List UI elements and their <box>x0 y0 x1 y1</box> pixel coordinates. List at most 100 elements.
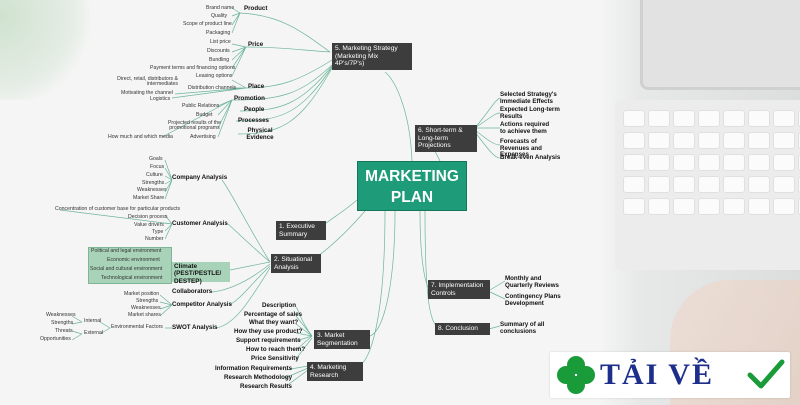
leaf-strengths: Strengths <box>142 180 165 186</box>
keyboard-key <box>648 132 670 149</box>
keyboard-key <box>723 176 745 193</box>
label-customer-analysis: Customer Analysis <box>172 220 228 227</box>
impl-reviews: Monthly and Quarterly Reviews <box>505 275 559 289</box>
seg-price-sensitivity: Price Sensitivity <box>251 355 299 362</box>
link-product <box>239 12 331 53</box>
keyboard-key <box>798 132 800 149</box>
leaf-market-share: Market Share <box>133 195 165 201</box>
leaf-discounts: Discounts <box>207 48 230 54</box>
leaf-value-drivers: Value drivers <box>134 222 164 228</box>
keyboard-key <box>673 154 695 171</box>
leaf-market-position: Market position <box>124 291 160 297</box>
leaf-technological: Technological environment <box>101 275 163 281</box>
leaf-media: How much and which media <box>108 134 173 140</box>
keyboard-key <box>723 198 745 215</box>
conclusion-summary: Summary of all conclusions <box>500 321 545 335</box>
leaf-swot-threats: Threats <box>55 328 73 334</box>
link-people <box>239 65 333 112</box>
central-topic: MARKETING PLAN <box>357 161 467 211</box>
keyboard-key <box>773 132 795 149</box>
keyboard-key <box>648 198 670 215</box>
keyboard-key <box>698 154 720 171</box>
keyboard-key <box>698 132 720 149</box>
branch-executive-summary: 1. Executive Summary <box>276 221 326 241</box>
leaf-external: External <box>84 330 104 336</box>
label-collaborators: Collaborators <box>172 288 213 295</box>
keyboard-key <box>798 176 800 193</box>
keyboard-key <box>773 110 795 127</box>
logo-text: TẢI VỀ <box>600 358 714 391</box>
keyboard-key <box>623 176 645 193</box>
leaf-budget: Budget <box>196 112 213 118</box>
keyboard-key <box>648 110 670 127</box>
link-b8 <box>424 210 438 328</box>
branch-situational-analysis: 2. Situational Analysis <box>271 254 321 274</box>
keyboard-key <box>623 132 645 149</box>
keyboard-key <box>673 176 695 193</box>
climate-group <box>88 247 172 284</box>
leaf-swot-weaknesses: Weaknesses <box>46 312 76 318</box>
leaf-payment-terms: Payment terms and financing options <box>150 65 236 71</box>
checkmark-icon <box>747 359 785 389</box>
leaf-brand-name: Brand name <box>206 5 235 11</box>
proj-break-even: Break-even Analysis <box>500 154 561 161</box>
leaf-swot-strengths: Strengths <box>51 320 74 326</box>
branch-marketing-research: 4. Marketing Research <box>307 362 363 382</box>
leaf-logistics: Logistics <box>150 96 171 102</box>
leaf-culture: Culture <box>146 172 163 178</box>
label-price: Price <box>248 41 264 48</box>
link-proj <box>474 97 501 129</box>
link-promotion <box>231 64 333 101</box>
leaf-advertising: Advertising <box>190 134 216 140</box>
leaf-social: Social and cultural environment <box>90 266 163 272</box>
leaf-number: Number <box>145 236 164 242</box>
link-b5 <box>384 71 413 162</box>
leaf-concentration: Concentration of customer base for parti… <box>55 206 181 212</box>
keyboard-key <box>798 198 800 215</box>
leaf-distribution-channels: Distribution channels <box>188 85 237 91</box>
leaf-public-relations: Public Relations <box>182 103 220 109</box>
label-place: Place <box>248 83 265 90</box>
seg-description: Description <box>262 302 297 309</box>
leaf-focus: Focus <box>150 164 165 170</box>
label-promotion: Promotion <box>234 95 265 102</box>
branch-market-segmentation: 3. Market Segmentation <box>314 330 370 350</box>
clover-icon <box>557 356 595 394</box>
seg-support: Support requirements <box>236 337 301 344</box>
seg-what-they-want: What they want? <box>249 319 299 326</box>
keyboard-key <box>748 132 770 149</box>
leaf-internal: Internal <box>84 318 102 324</box>
label-product: Product <box>244 5 268 12</box>
leaf-projected-results: Projected results of the promotional pro… <box>167 120 222 132</box>
seg-percentage: Percentage of sales <box>244 311 303 318</box>
proj-long-term: Expected Long-term Results <box>500 106 560 120</box>
tai-ve-logo[interactable]: TẢI VỀ <box>550 352 790 398</box>
proj-immediate-effects: Selected Strategy's Immediate Effects <box>500 91 557 105</box>
keyboard-key <box>723 132 745 149</box>
research-results: Research Results <box>240 383 292 390</box>
keyboard-key <box>673 132 695 149</box>
link-place <box>245 59 333 89</box>
leaf-economic: Economic environment <box>107 257 160 263</box>
leaf-quality: Quality <box>211 13 228 19</box>
central-title-line1: MARKETING <box>365 168 459 185</box>
leaf-comp-weaknesses: Weaknesses <box>131 305 161 311</box>
keyboard-key <box>798 110 800 127</box>
keyboard-key <box>748 198 770 215</box>
leaf-scope: Scope of product line <box>183 21 232 27</box>
leaf-leasing: Leasing options <box>196 73 233 79</box>
label-processes: Processes <box>238 117 269 124</box>
leaf-weaknesses: Weaknesses <box>137 187 167 193</box>
label-swot: SWOT Analysis <box>172 324 218 331</box>
keyboard-key <box>748 110 770 127</box>
leaf-bundling: Bundling <box>209 57 230 63</box>
keyboard-key <box>648 154 670 171</box>
branch-implementation-controls: 7. Implementation Controls <box>428 280 490 300</box>
keyboard-key <box>798 154 800 171</box>
link-b4 <box>359 210 386 366</box>
research-info: Information Requirements <box>215 365 293 372</box>
seg-how-use: How they use product? <box>234 328 303 335</box>
leaf-decision-process: Decision process <box>128 214 168 220</box>
